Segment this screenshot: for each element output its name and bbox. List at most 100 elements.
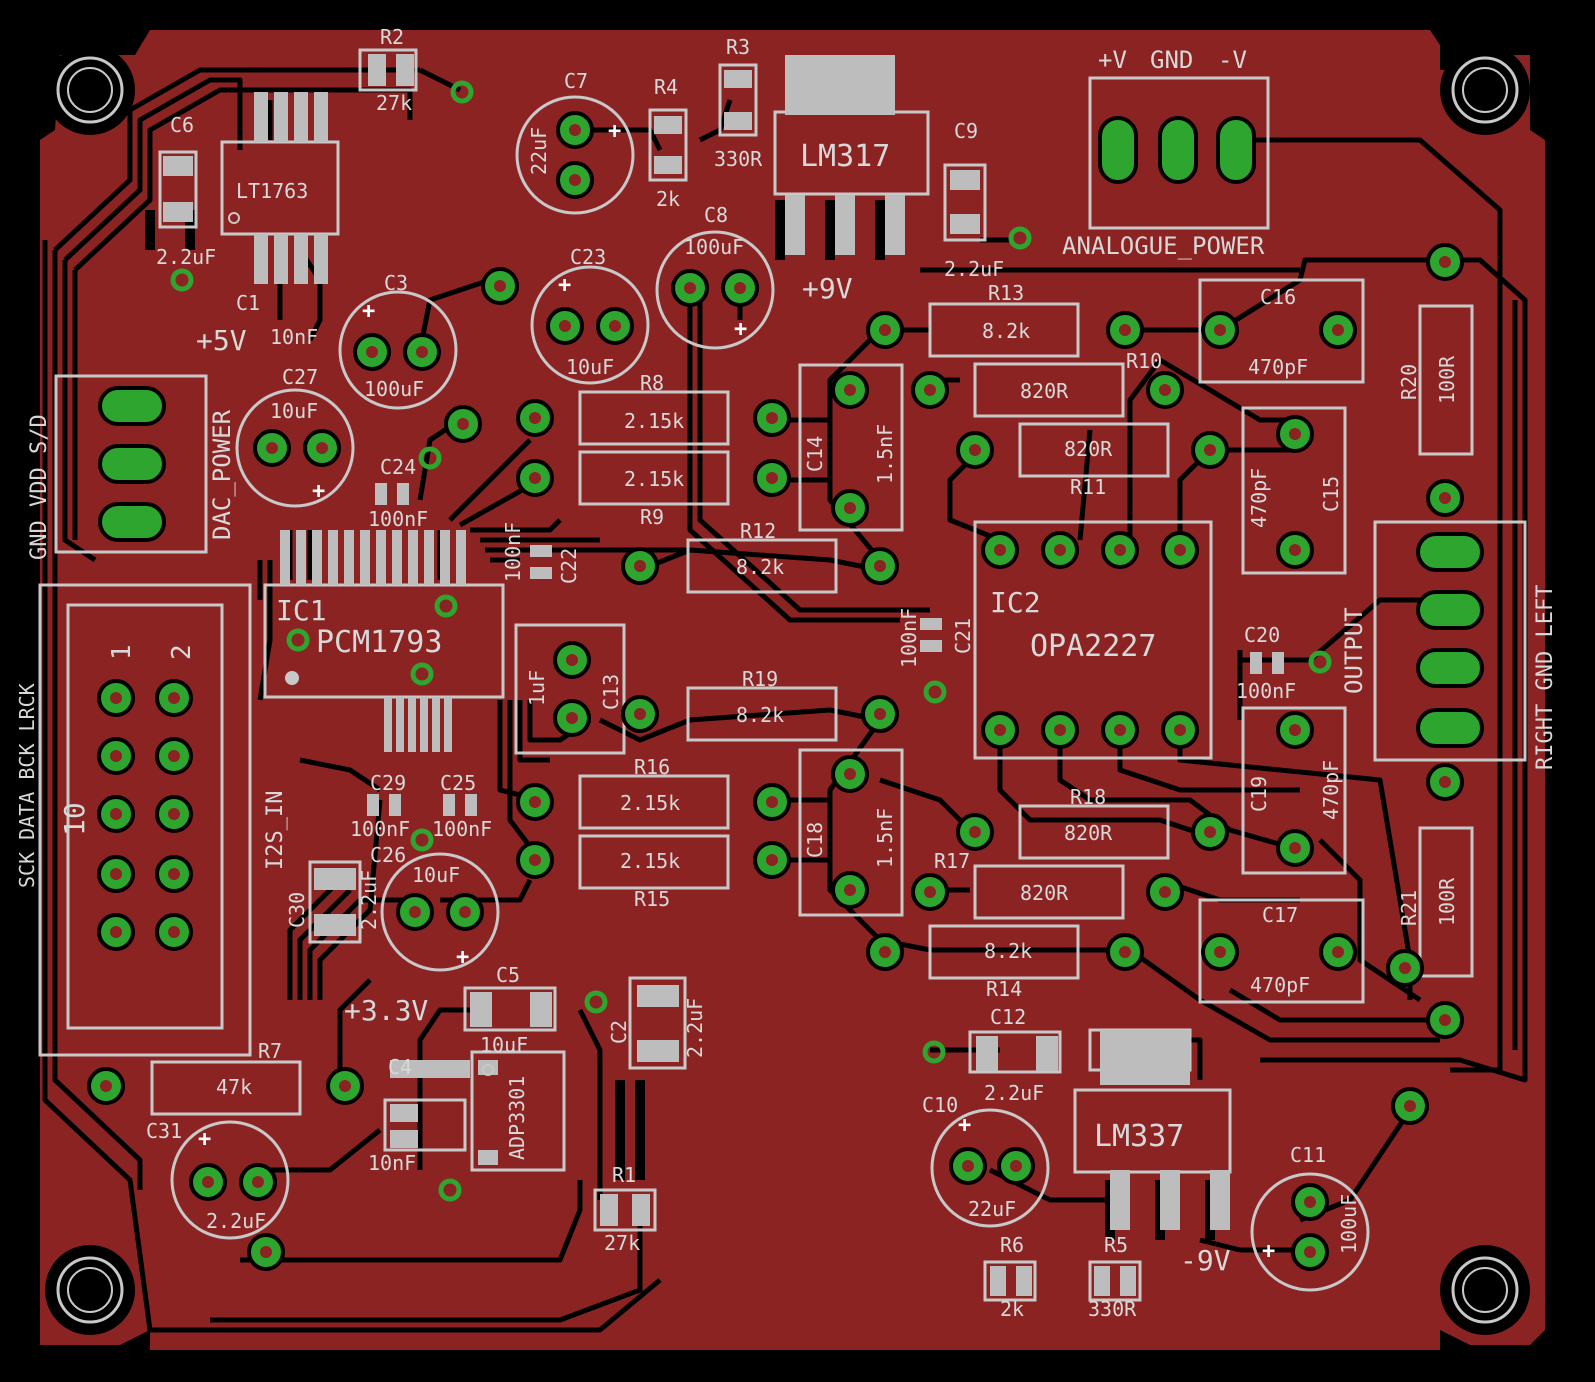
label-c9-val: 2.2uF [944, 257, 1004, 281]
label-c7: C7 [564, 69, 588, 93]
label-output: OUTPUT [1340, 607, 1368, 694]
label-c13: C13 [599, 674, 623, 710]
label-r13-val: 8.2k [982, 319, 1030, 343]
label-r6: R6 [1000, 1233, 1024, 1257]
svg-text:+: + [312, 479, 325, 504]
label-gnd: GND [1150, 46, 1193, 74]
label-c19: C19 [1247, 776, 1271, 812]
label-c31-val: 2.2uF [206, 1209, 266, 1233]
label-r4: R4 [654, 75, 678, 99]
traces [42, 67, 1528, 1333]
label-i2s-hdr: SCK DATA BCK LRCK [15, 683, 39, 888]
label-r3-val: 330R [714, 147, 763, 171]
label-r16-val: 2.15k [620, 791, 680, 815]
mounting-hole [1440, 45, 1530, 135]
svg-text:+: + [558, 273, 571, 298]
label-plus9v: +9V [802, 272, 853, 305]
terminal-pads [98, 116, 1484, 748]
label-c3: C3 [384, 271, 408, 295]
label-r4-val: 2k [656, 187, 680, 211]
label-dac-power: DAC_POWER [208, 409, 236, 540]
label-c16-val: 470pF [1248, 355, 1308, 379]
label-c11: C11 [1290, 1143, 1326, 1167]
label-c16: C16 [1260, 285, 1296, 309]
label-c12-val: 2.2uF [984, 1081, 1044, 1105]
label-r3: R3 [726, 35, 750, 59]
label-lm317: LM317 [800, 139, 890, 174]
label-c7-val: 22uF [527, 127, 551, 175]
smd-pads [163, 54, 1284, 1296]
label-c5-val: 10uF [480, 1033, 528, 1057]
label-out-hdr: RIGHT GND LEFT [1533, 585, 1558, 770]
svg-text:+: + [958, 1113, 971, 1138]
label-c26-val: 10uF [412, 863, 460, 887]
label-plus3v3: +3.3V [344, 994, 428, 1027]
svg-text:+: + [1262, 1239, 1275, 1264]
label-r5: R5 [1104, 1233, 1128, 1257]
label-c24-val: 100nF [368, 507, 428, 531]
label-c27-val: 10uF [270, 399, 318, 423]
label-minus9v: -9V [1180, 1244, 1231, 1277]
label-r12-val: 8.2k [736, 555, 784, 579]
label-c1: C1 [236, 291, 260, 315]
label-adp3301: ADP3301 [505, 1076, 529, 1160]
ic-pin1-dot [482, 1064, 494, 1076]
label-dac-hdr: GND VDD S/D [27, 414, 52, 560]
label-ic2: IC2 [990, 586, 1041, 619]
label-pin2: 2 [167, 644, 197, 660]
label-c27: C27 [282, 365, 318, 389]
label-lt1763: LT1763 [236, 179, 308, 203]
svg-text:+: + [734, 317, 747, 342]
label-r11-val: 820R [1064, 437, 1113, 461]
mounting-hole [45, 45, 135, 135]
label-c30-val: 2.2uF [357, 870, 381, 930]
label-r17-val: 820R [1020, 881, 1069, 905]
ic-pin1-dot [228, 212, 240, 224]
label-r2: R2 [380, 25, 404, 49]
label-r8-val: 2.15k [624, 409, 684, 433]
label-c12: C12 [990, 1005, 1026, 1029]
label-opa2227: OPA2227 [1030, 629, 1156, 664]
label-pin10: 10 [58, 802, 91, 836]
label-r21-val: 100R [1435, 877, 1459, 926]
label-c17: C17 [1262, 903, 1298, 927]
label-c14: C14 [803, 436, 827, 472]
label-r1: R1 [612, 1163, 636, 1187]
label-r18: R18 [1070, 785, 1106, 809]
label-c8-val: 100uF [684, 235, 744, 259]
label-r20: R20 [1397, 364, 1421, 400]
label-c21: C21 [951, 618, 975, 654]
label-c20: C20 [1244, 623, 1280, 647]
label-r15: R15 [634, 887, 670, 911]
label-r9: R9 [640, 505, 664, 529]
label-c15: C15 [1319, 476, 1343, 512]
label-c25-val: 100nF [432, 817, 492, 841]
svg-text:+: + [362, 299, 375, 324]
label-c10: C10 [922, 1093, 958, 1117]
label-r7-val: 47k [216, 1075, 252, 1099]
label-c20-val: 100nF [1236, 679, 1296, 703]
label-c8: C8 [704, 203, 728, 227]
label-c30: C30 [285, 892, 309, 928]
label-c24: C24 [380, 455, 416, 479]
label-c4: C4 [388, 1055, 412, 1079]
label-r1-val: 27k [604, 1231, 640, 1255]
label-r10: R10 [1126, 349, 1162, 373]
label-plusv: +V [1098, 46, 1127, 74]
label-c31: C31 [146, 1119, 182, 1143]
label-r14-val: 8.2k [984, 939, 1032, 963]
label-c14-val: 1.5nF [873, 424, 897, 484]
label-c25: C25 [440, 771, 476, 795]
label-c6: C6 [170, 113, 194, 137]
label-c1-val: 10nF [270, 325, 318, 349]
label-c29-val: 100nF [350, 817, 410, 841]
label-c22-val: 100nF [501, 522, 525, 582]
label-ic1: IC1 [276, 594, 327, 627]
label-c26: C26 [370, 843, 406, 867]
label-lm337: LM337 [1094, 1119, 1184, 1154]
label-r14: R14 [986, 977, 1022, 1001]
polarity-marks: + + + + + + + + + [198, 119, 1275, 1264]
label-c15-val: 470pF [1247, 468, 1271, 528]
label-r10-val: 820R [1020, 379, 1069, 403]
label-r17: R17 [934, 849, 970, 873]
